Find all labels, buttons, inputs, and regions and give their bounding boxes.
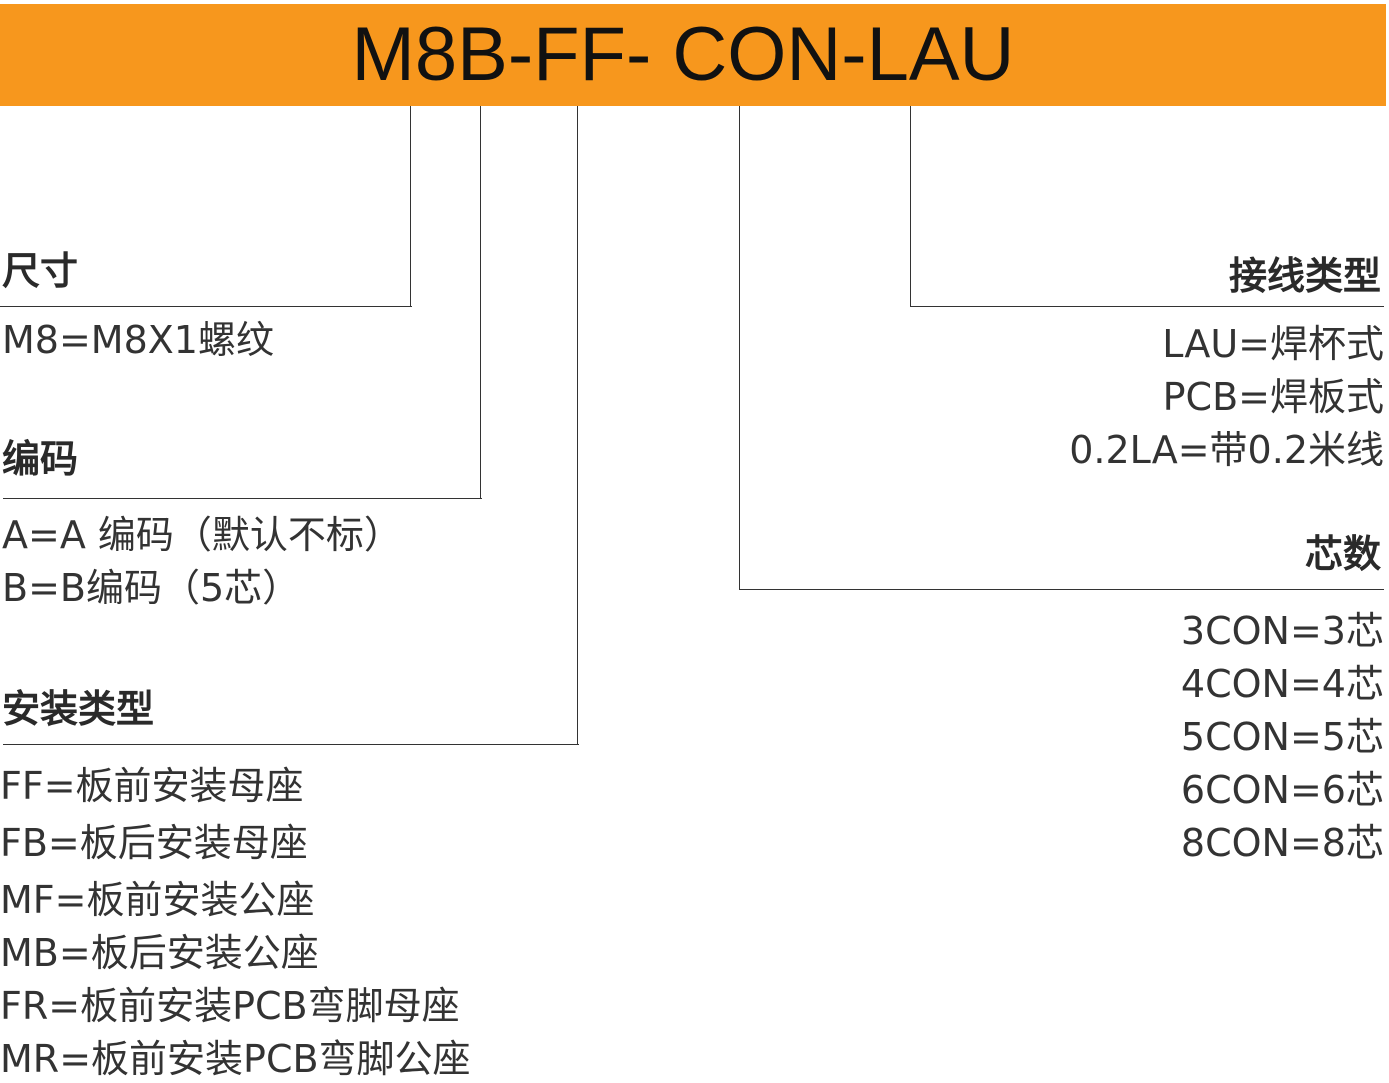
- cores-option: 8CON=8芯: [1180, 821, 1384, 865]
- wiring-connector-horizontal: [910, 306, 1384, 307]
- install-option: MB=板后安装公座: [0, 931, 319, 975]
- part-number-title: M8B-FF- CON-LAU: [351, 12, 1015, 97]
- size-connector-vertical: [410, 106, 411, 307]
- wiring-option: PCB=焊板式: [1162, 375, 1384, 419]
- install-option: FR=板前安装PCB弯脚母座: [0, 984, 460, 1028]
- wiring-connector-vertical: [910, 106, 911, 307]
- cores-heading: 芯数: [1304, 532, 1381, 576]
- cores-options: 3CON=3芯 4CON=4芯 5CON=5芯 6CON=6芯 8CON=8芯: [1181, 612, 1384, 862]
- install-options: FF=板前安装母座 FB=板后安装母座 MF=板前安装公座 MB=板后安装公座 …: [0, 767, 471, 1078]
- cores-connector-horizontal: [739, 589, 1384, 590]
- cores-option: 3CON=3芯: [1180, 609, 1384, 653]
- title-banner: M8B-FF- CON-LAU: [0, 4, 1386, 106]
- install-connector-horizontal: [3, 744, 579, 745]
- wiring-option: LAU=焊杯式: [1162, 322, 1384, 366]
- install-option: FF=板前安装母座: [0, 764, 304, 808]
- cores-option: 4CON=4芯: [1180, 662, 1384, 706]
- install-option: MF=板前安装公座: [0, 878, 315, 922]
- size-heading: 尺寸: [2, 249, 79, 293]
- coding-option: B=B编码（5芯）: [2, 566, 301, 610]
- coding-options: A=A 编码（默认不标） B=B编码（5芯）: [2, 516, 402, 607]
- install-option: FB=板后安装母座: [0, 821, 308, 865]
- coding-option: A=A 编码（默认不标）: [2, 513, 402, 557]
- cores-option: 6CON=6芯: [1180, 768, 1384, 812]
- coding-heading: 编码: [2, 437, 79, 481]
- wiring-heading: 接线类型: [1228, 254, 1381, 298]
- size-connector-horizontal: [0, 306, 412, 307]
- size-option: M8=M8X1螺纹: [2, 318, 274, 362]
- coding-connector-vertical: [480, 106, 481, 499]
- size-options: M8=M8X1螺纹: [2, 321, 274, 359]
- coding-connector-horizontal: [3, 498, 482, 499]
- cores-connector-vertical: [739, 106, 740, 590]
- wiring-options: LAU=焊杯式 PCB=焊板式 0.2LA=带0.2米线: [1069, 325, 1384, 469]
- cores-option: 5CON=5芯: [1180, 715, 1384, 759]
- install-option: MR=板前安装PCB弯脚公座: [0, 1037, 471, 1081]
- install-connector-vertical: [577, 106, 578, 745]
- wiring-option: 0.2LA=带0.2米线: [1069, 428, 1384, 472]
- install-heading: 安装类型: [2, 687, 155, 731]
